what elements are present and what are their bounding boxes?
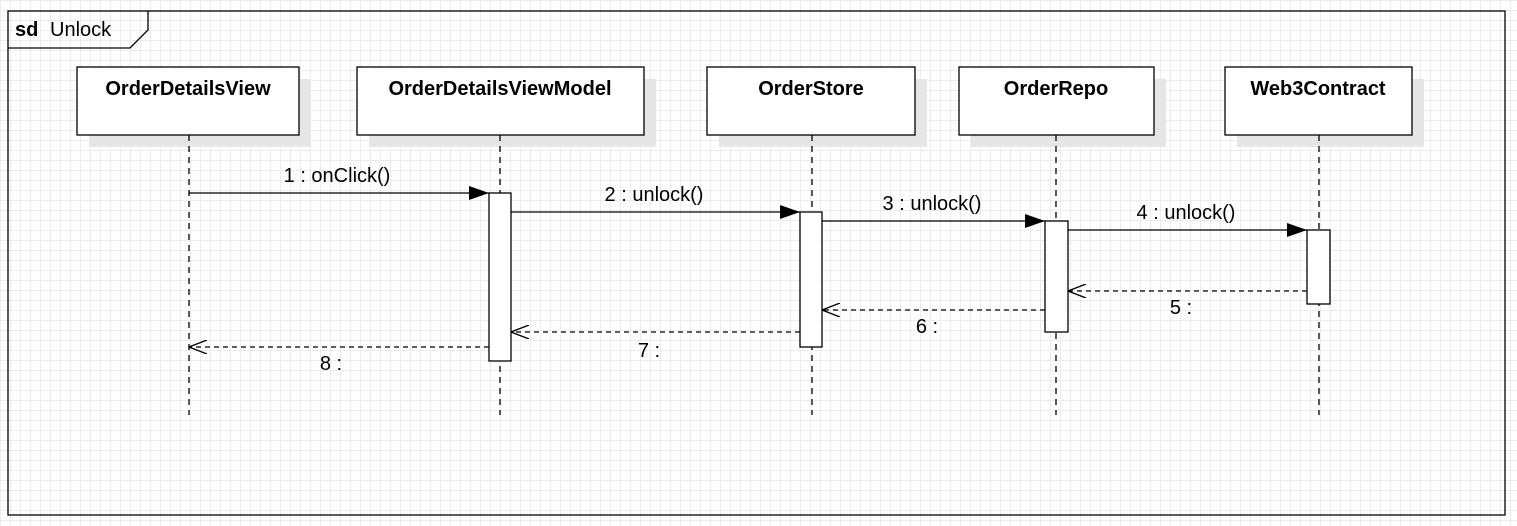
- message-3: 3 : unlock(): [822, 193, 1045, 228]
- participant-label: OrderDetailsViewModel: [388, 78, 611, 100]
- frame-keyword: sd: [15, 19, 38, 41]
- message-6: 6 :: [822, 310, 1045, 338]
- message-4: 4 : unlock(): [1068, 202, 1307, 237]
- participant-label: Web3Contract: [1250, 78, 1386, 100]
- participant-web3-contract: Web3Contract: [1224, 66, 1424, 415]
- message-label: 4 : unlock(): [1137, 202, 1236, 224]
- message-7: 7 :: [511, 332, 800, 362]
- participant-label: OrderStore: [758, 78, 864, 100]
- participant-order-repo: OrderRepo: [958, 66, 1166, 415]
- message-label: 7 :: [638, 340, 660, 362]
- frame-border: [7, 10, 1506, 516]
- participant-order-store: OrderStore: [706, 66, 927, 415]
- participant-order-details-view: OrderDetailsView: [76, 66, 311, 415]
- message-5: 5 :: [1068, 291, 1307, 319]
- participant-label: OrderRepo: [1004, 78, 1108, 100]
- frame-name: Unlock: [50, 19, 112, 41]
- message-label: 6 :: [916, 316, 938, 338]
- activation-bar: [488, 192, 512, 362]
- participant-order-details-view-model: OrderDetailsViewModel: [356, 66, 656, 415]
- activation-bar: [1044, 220, 1069, 333]
- message-label: 3 : unlock(): [883, 193, 982, 215]
- frame: sd Unlock: [7, 10, 1506, 516]
- activation-bar: [1306, 229, 1331, 305]
- frame-tab: [8, 11, 149, 49]
- participant-box[interactable]: [76, 66, 300, 136]
- activation-bar: [799, 211, 823, 348]
- message-8: 8 :: [189, 347, 489, 375]
- message-label: 2 : unlock(): [605, 184, 704, 206]
- participant-box[interactable]: [1224, 66, 1413, 136]
- message-label: 5 :: [1170, 297, 1192, 319]
- participant-box[interactable]: [356, 66, 645, 136]
- message-2: 2 : unlock(): [511, 184, 800, 219]
- participant-box[interactable]: [958, 66, 1155, 136]
- participant-label: OrderDetailsView: [105, 78, 271, 100]
- message-label: 8 :: [320, 353, 342, 375]
- participant-box[interactable]: [706, 66, 916, 136]
- message-label: 1 : onClick(): [284, 165, 391, 187]
- message-1: 1 : onClick(): [189, 165, 489, 200]
